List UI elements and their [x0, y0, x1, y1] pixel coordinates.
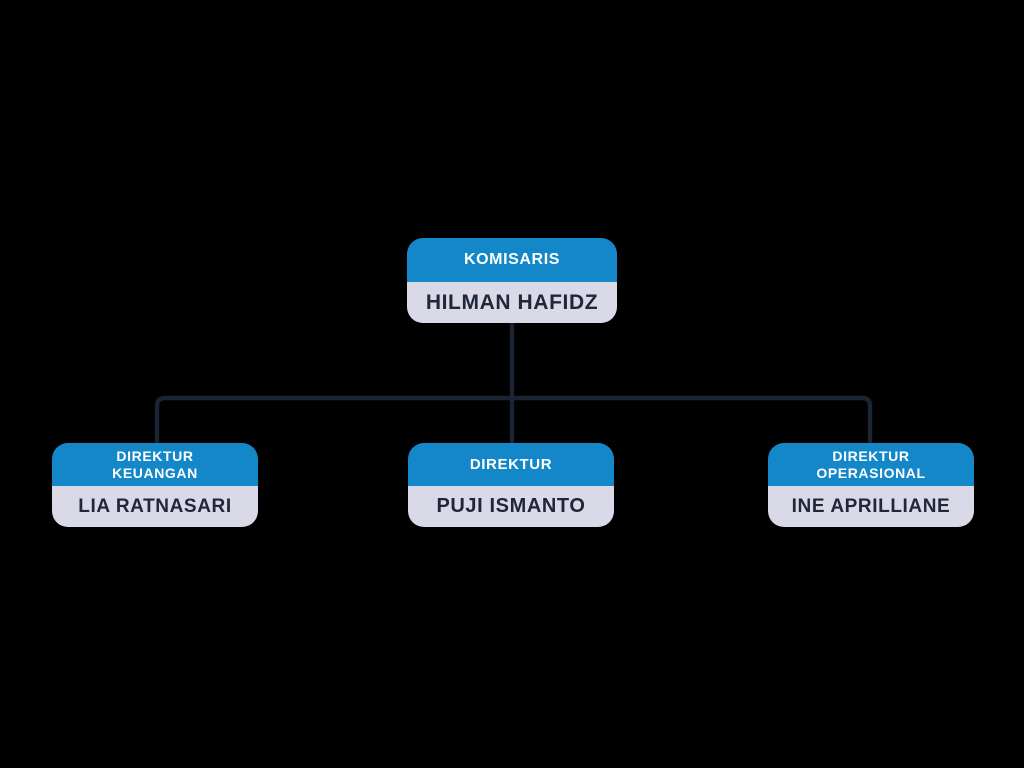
org-node-direktur: DIREKTUR PUJI ISMANTO: [408, 443, 614, 527]
org-node-direktur-keuangan-title: DIREKTUR KEUANGAN: [52, 443, 258, 486]
org-node-direktur-keuangan: DIREKTUR KEUANGAN LIA RATNASARI: [52, 443, 258, 527]
org-node-komisaris-name: HILMAN HAFIDZ: [407, 282, 617, 323]
org-node-komisaris-title: KOMISARIS: [407, 238, 617, 282]
org-node-komisaris: KOMISARIS HILMAN HAFIDZ: [407, 238, 617, 323]
org-node-direktur-operasional-title: DIREKTUR OPERASIONAL: [768, 443, 974, 486]
org-node-direktur-name: PUJI ISMANTO: [408, 486, 614, 527]
org-node-direktur-keuangan-name: LIA RATNASARI: [52, 486, 258, 527]
org-node-direktur-operasional-name: INE APRILLIANE: [768, 486, 974, 527]
org-node-direktur-title: DIREKTUR: [408, 443, 614, 486]
org-node-direktur-operasional: DIREKTUR OPERASIONAL INE APRILLIANE: [768, 443, 974, 527]
